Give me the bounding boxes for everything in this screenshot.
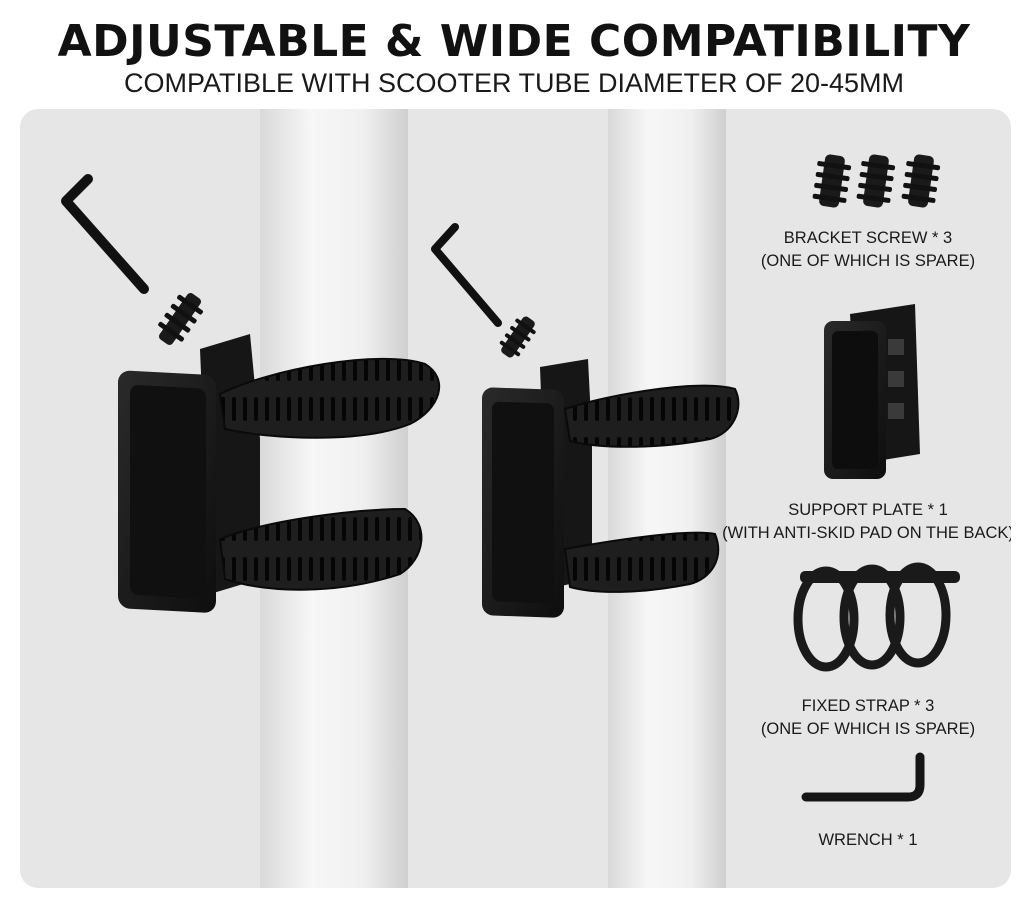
part-caption-bracket-screw: BRACKET SCREW * 3 (ONE OF WHICH IS SPARE… [718, 227, 1011, 273]
product-panel: BRACKET SCREW * 3 (ONE OF WHICH IS SPARE… [20, 109, 1011, 888]
mount-assembly-left [61, 174, 441, 613]
mount-assembly-right [431, 223, 740, 618]
support-plate-icon [824, 304, 920, 479]
fixed-straps-icon [793, 562, 960, 672]
scooter-tube-right [608, 109, 726, 888]
part-caption-support-plate: SUPPORT PLATE * 1 (WITH ANTI-SKID PAD ON… [718, 499, 1011, 545]
screw-icon [499, 316, 536, 358]
bracket-screws-icon [812, 154, 941, 208]
part-name: SUPPORT PLATE * 1 [788, 501, 948, 519]
part-name: FIXED STRAP * 3 [801, 697, 935, 715]
scooter-tube-left [260, 109, 408, 888]
part-note: (ONE OF WHICH IS SPARE) [760, 252, 976, 270]
hex-wrench-icon [431, 223, 502, 327]
wrench-icon [801, 752, 925, 802]
part-name: BRACKET SCREW * 3 [783, 229, 953, 247]
page-title: ADJUSTABLE & WIDE COMPATIBILITY [57, 16, 971, 67]
screw-icon [158, 293, 203, 345]
hex-wrench-icon [61, 174, 149, 294]
part-caption-wrench: WRENCH * 1 [718, 829, 1011, 852]
part-name: WRENCH * 1 [818, 831, 918, 849]
part-caption-fixed-strap: FIXED STRAP * 3 (ONE OF WHICH IS SPARE) [718, 695, 1011, 741]
part-note: (ONE OF WHICH IS SPARE) [760, 720, 976, 738]
product-illustration [61, 109, 960, 888]
part-note: (WITH ANTI-SKID PAD ON THE BACK) [722, 524, 1011, 542]
page-subtitle: COMPATIBLE WITH SCOOTER TUBE DIAMETER OF… [123, 68, 905, 98]
